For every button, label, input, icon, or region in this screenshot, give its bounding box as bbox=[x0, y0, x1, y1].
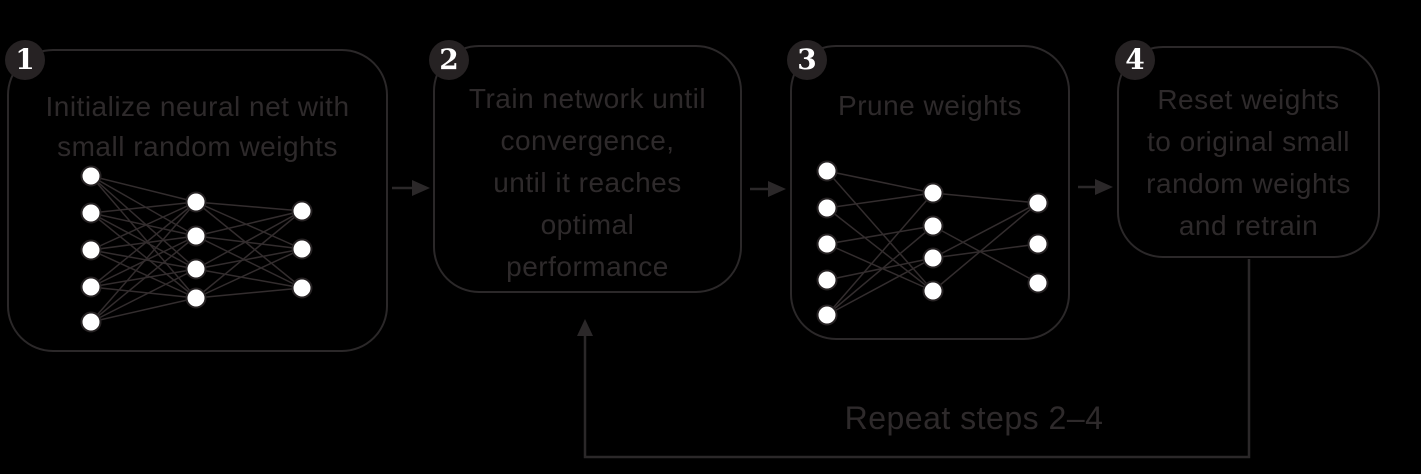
flow-box-reset: Reset weights to original small random w… bbox=[1117, 46, 1380, 258]
network-node bbox=[185, 287, 207, 309]
network-node bbox=[185, 258, 207, 280]
network-node bbox=[185, 225, 207, 247]
text-line: small random weights bbox=[57, 131, 338, 162]
text-line: optimal bbox=[540, 209, 635, 240]
network-node bbox=[80, 311, 102, 333]
step-number-badge-2: 2 bbox=[429, 40, 469, 80]
network-node bbox=[922, 182, 944, 204]
network-node bbox=[816, 233, 838, 255]
network-node bbox=[816, 197, 838, 219]
feedback-loop-arrow-icon bbox=[577, 259, 1251, 459]
network-node bbox=[1027, 233, 1049, 255]
flow-box-reset-label: Reset weights to original small random w… bbox=[1119, 48, 1378, 247]
network-node bbox=[80, 239, 102, 261]
text-line: Train network until bbox=[468, 83, 707, 114]
text-line: convergence, bbox=[500, 125, 675, 156]
step3-to-step4-arrow-icon bbox=[1078, 179, 1113, 195]
flow-box-prune-label: Prune weights bbox=[792, 47, 1068, 127]
text-line: performance bbox=[506, 251, 669, 282]
flow-box-initialize-label: Initialize neural net with small random … bbox=[9, 51, 386, 167]
text-line: and retrain bbox=[1178, 210, 1319, 241]
step-number-badge-3: 3 bbox=[787, 40, 827, 80]
text-line: Prune weights bbox=[838, 90, 1022, 121]
text-line: to original small bbox=[1146, 126, 1351, 157]
network-node bbox=[291, 238, 313, 260]
network-node bbox=[816, 304, 838, 326]
text-line: random weights bbox=[1146, 168, 1351, 199]
network-node bbox=[816, 160, 838, 182]
step-number-badge-4: 4 bbox=[1115, 40, 1155, 80]
network-node bbox=[922, 215, 944, 237]
network-node bbox=[922, 280, 944, 302]
network-node bbox=[291, 200, 313, 222]
network-node bbox=[816, 269, 838, 291]
network-node bbox=[1027, 272, 1049, 294]
pruned-neural-network-graphic bbox=[816, 160, 1049, 326]
network-node bbox=[80, 165, 102, 187]
flow-box-train: Train network until convergence, until i… bbox=[433, 45, 742, 293]
network-node bbox=[922, 247, 944, 269]
step-number-badge-1: 1 bbox=[5, 40, 45, 80]
network-node bbox=[291, 277, 313, 299]
network-node bbox=[185, 191, 207, 213]
repeat-steps-label: Repeat steps 2–4 bbox=[844, 400, 1104, 436]
step1-to-step2-arrow-icon bbox=[392, 180, 430, 196]
text-line: Initialize neural net with bbox=[45, 91, 350, 122]
flow-box-prune: Prune weights bbox=[790, 45, 1070, 340]
network-node bbox=[80, 276, 102, 298]
flow-box-initialize: Initialize neural net with small random … bbox=[7, 49, 388, 352]
network-node bbox=[80, 202, 102, 224]
network-node bbox=[1027, 192, 1049, 214]
text-line: until it reaches bbox=[493, 167, 682, 198]
dense-neural-network-graphic bbox=[80, 165, 313, 333]
step2-to-step3-arrow-icon bbox=[750, 181, 786, 197]
flow-box-train-label: Train network until convergence, until i… bbox=[435, 47, 740, 288]
text-line: Reset weights bbox=[1157, 84, 1340, 115]
